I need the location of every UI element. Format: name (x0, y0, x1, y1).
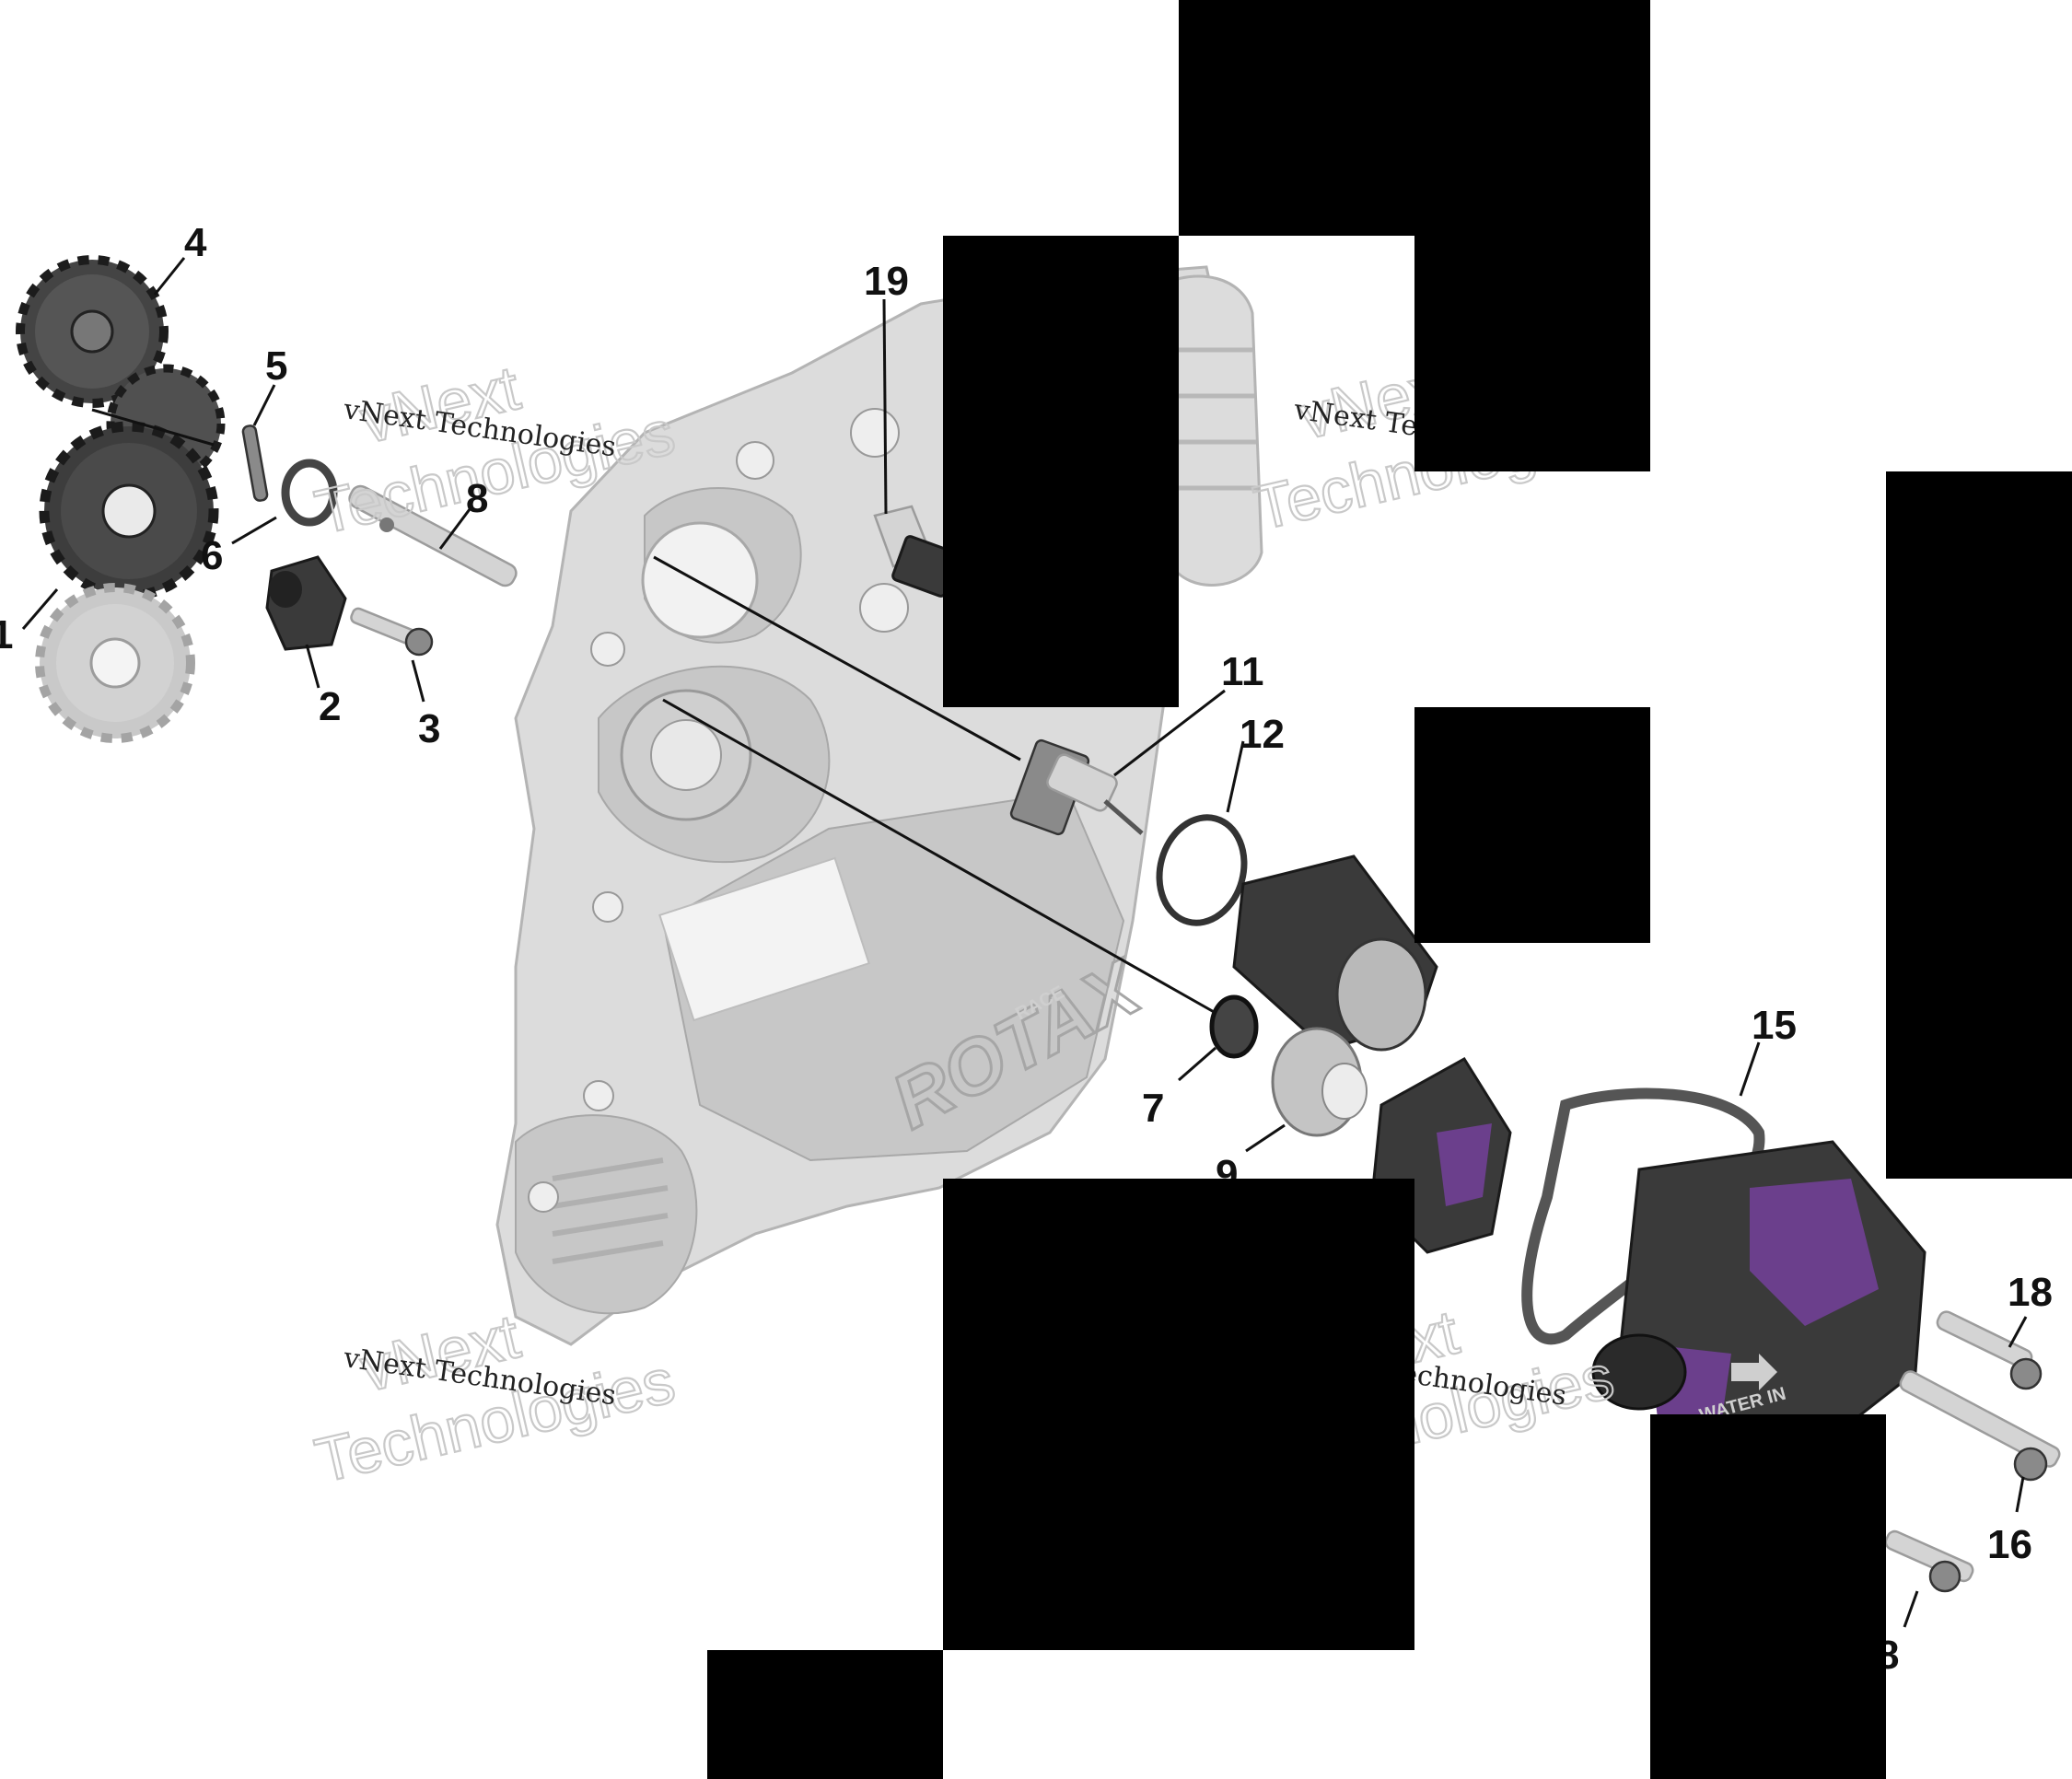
sleeve-housing (1232, 855, 1438, 1052)
callout-7: 7 (1142, 1086, 1164, 1131)
water-pump-cover: WATER IN (1591, 1140, 1926, 1438)
bushing-9 (1271, 1027, 1368, 1137)
shaft-8 (348, 484, 518, 587)
thermostat-11 (1009, 738, 1144, 836)
gear-4 (16, 255, 169, 408)
bolt-3 (350, 607, 434, 657)
seal-7 (1209, 994, 1259, 1059)
leader-lines (21, 257, 2028, 1628)
cap-2 (265, 555, 347, 651)
callout-11: 11 (1221, 649, 1264, 694)
fitting-19 (873, 505, 960, 598)
callout-6: 6 (201, 533, 223, 578)
gear-1 (39, 421, 219, 601)
callout-4: 4 (184, 220, 207, 265)
callout-12: 12 (1240, 712, 1285, 757)
callout-19: 19 (864, 259, 909, 304)
callout-8: 8 (466, 476, 488, 521)
callout-1: 1 (0, 612, 13, 657)
o-ring-12 (1156, 814, 1248, 926)
bolt-18-lower (1884, 1529, 1974, 1593)
pin-5 (241, 424, 269, 502)
callout-16: 16 (1987, 1522, 2032, 1567)
callout-5: 5 (265, 343, 287, 389)
callout-2: 2 (319, 684, 341, 729)
callout-3: 3 (418, 706, 440, 751)
gear-background (35, 583, 195, 743)
redaction-blocks (707, 0, 2072, 1779)
washer-6 (281, 459, 338, 527)
watermark-bottom-left: vNext Technologies (308, 1300, 682, 1497)
bolt-16 (1899, 1370, 2061, 1482)
callout-15: 15 (1752, 1003, 1797, 1048)
callout-18: 18 (2008, 1270, 2053, 1315)
bolt-18 (1936, 1310, 2043, 1390)
